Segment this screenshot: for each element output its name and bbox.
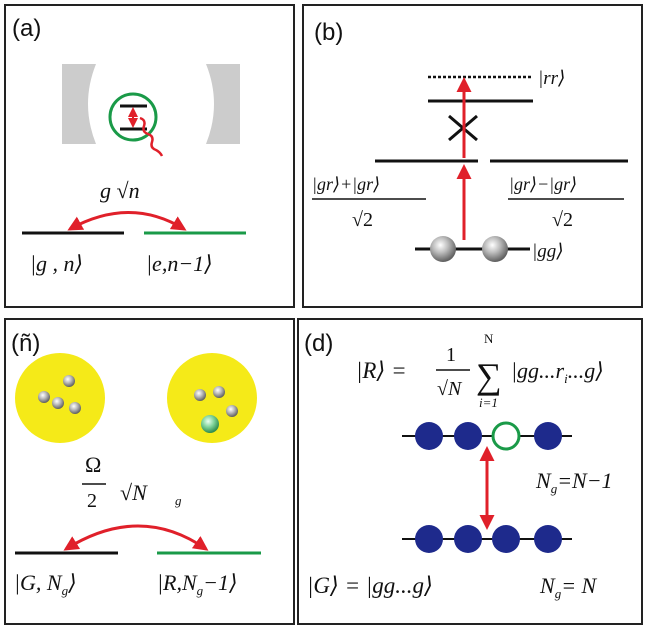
ensemble-left-atom-3 (52, 397, 64, 409)
ensemble-left-atom-2 (63, 375, 75, 387)
panel-c-border (4, 318, 295, 625)
state-gg: |gg⟩ (532, 241, 564, 262)
cavity-mirror-right (206, 64, 240, 144)
cavity-mirror-left (62, 64, 96, 144)
coupling-two: 2 (87, 490, 97, 512)
coupling-arrow-c (63, 524, 209, 551)
panel-b-border (302, 4, 643, 308)
state-R-term: |gg...ri...g⟩ (511, 358, 604, 386)
state-minus-denominator: √2 (552, 209, 573, 231)
Ng-bottom: Ng= N (539, 573, 598, 601)
panel-b: (b) |rr⟩ |gr⟩+|gr⟩ √2 |gr⟩−|gr⟩ √2 |gg⟩ (302, 4, 643, 308)
chain-upper-atom-2 (454, 422, 482, 450)
chain-lower-atom-3 (492, 525, 520, 553)
panel-d-border (297, 318, 643, 625)
atom-left-b (430, 236, 456, 262)
panel-d-label: (d) (304, 330, 333, 357)
panel-a-border (4, 4, 295, 308)
chain-lower-atom-2 (454, 525, 482, 553)
state-plus-denominator: √2 (352, 209, 373, 231)
state-R-Ng-1: |R,Ng−1⟩ (157, 570, 238, 598)
state-g-n: |g , n⟩ (30, 251, 83, 276)
panel-d: (d) |R⟩ = 1 √N N ∑ i=1 |gg...ri...g⟩ Ng=… (297, 318, 643, 625)
state-minus-numerator: |gr⟩−|gr⟩ (509, 174, 577, 194)
state-e-n-1: |e,n−1⟩ (146, 251, 213, 276)
coupling-omega: Ω (85, 452, 101, 477)
state-G-Ng: |G, Ng⟩ (14, 570, 77, 598)
ensemble-right-excited-atom (201, 415, 219, 433)
panel-a-label: (a) (12, 15, 41, 42)
panel-a: (a) g √n |g , n⟩ |e,n−1⟩ (4, 4, 295, 308)
chain-lower-atom-1 (415, 525, 443, 553)
chain-upper-rydberg-atom (491, 421, 521, 451)
panel-b-label: (b) (314, 19, 343, 46)
ensemble-left-atom-1 (38, 391, 50, 403)
ensemble-right-atom-2 (213, 386, 225, 398)
ensemble-left-atom-4 (69, 402, 81, 414)
state-R-frac-den: √N (437, 378, 463, 400)
atom-right-b (482, 236, 508, 262)
state-G-eq: |G⟩ = |gg...g⟩ (307, 573, 433, 598)
state-R-sum-top: N (484, 331, 494, 346)
state-plus-numerator: |gr⟩+|gr⟩ (312, 174, 380, 194)
state-R-frac-num: 1 (446, 344, 456, 366)
ensemble-right-atom-1 (194, 389, 206, 401)
coupling-label-a: g √n (100, 178, 140, 203)
state-R-sum-bottom: i=1 (479, 395, 498, 410)
state-rr: |rr⟩ (538, 68, 565, 89)
panel-c: (ñ) Ω 2 √N g |G, Ng⟩ |R,Ng−1⟩ (4, 318, 295, 625)
coupling-arrow-a (67, 211, 187, 231)
state-R-lhs: |R⟩ = (356, 358, 407, 383)
chain-upper-atom-1 (415, 422, 443, 450)
photon-wavy-icon (139, 116, 164, 157)
panel-c-label: (ñ) (11, 330, 40, 357)
chain-lower-atom-4 (534, 525, 562, 553)
state-R-sum: ∑ (476, 356, 502, 396)
chain-upper-atom-4 (534, 422, 562, 450)
Ng-top: Ng=N−1 (535, 468, 613, 496)
coupling-sub-g: g (175, 493, 182, 508)
coupling-sqrt-n: √N (120, 480, 148, 505)
ensemble-right-atom-3 (226, 405, 238, 417)
ensemble-right (167, 353, 257, 443)
